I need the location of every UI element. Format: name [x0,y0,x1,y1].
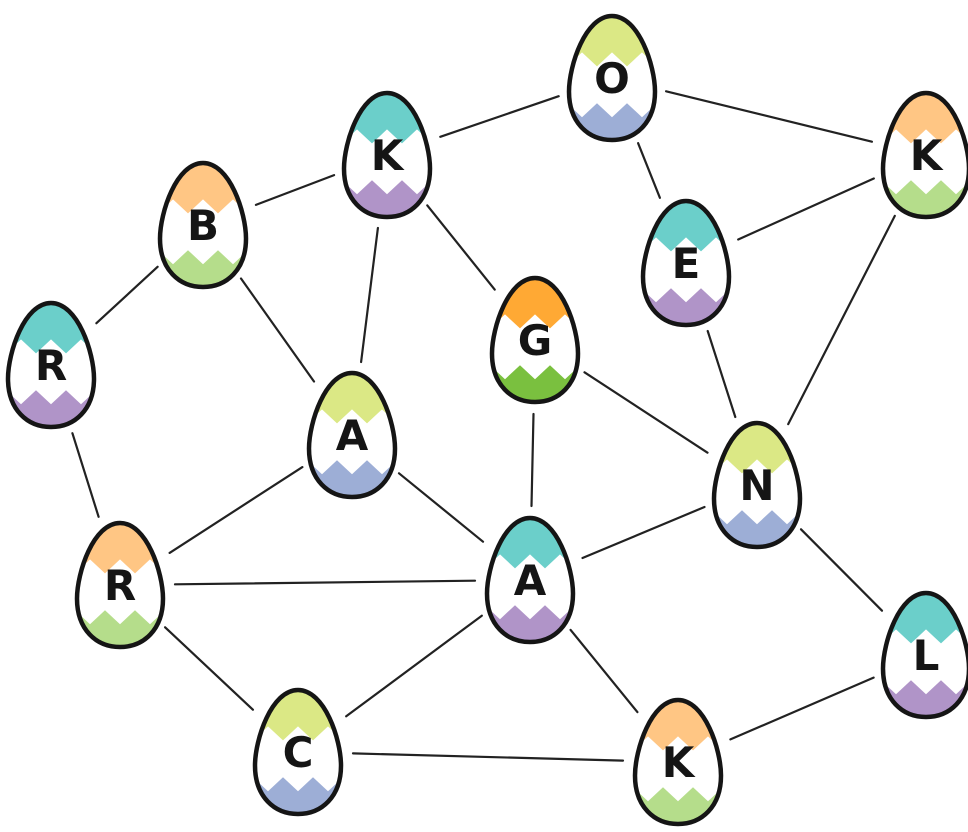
egg-k1: K [341,90,433,220]
egg-outline [157,160,249,290]
egg-o: O [566,13,658,143]
egg-outline [711,420,803,550]
edge-K1-A1 [360,226,379,364]
edge-O-E [636,142,662,199]
edge-G-N [583,371,709,454]
edge-N-L [799,528,884,612]
egg-r1: R [5,300,97,430]
edge-B-A1 [239,277,316,383]
edge-O-K2 [664,90,874,143]
egg-letter: N [739,461,774,510]
egg-e: E [640,198,732,328]
edge-K1-G [426,204,496,291]
egg-outline [306,370,398,500]
egg-outline [74,520,166,650]
edge-A2-K3 [569,628,639,714]
egg-letter: A [336,411,369,460]
egg-k2: K [880,90,968,220]
edge-B-R1 [95,265,159,325]
egg-outline [880,590,968,720]
egg-letter: K [371,131,405,180]
egg-letter: A [514,556,547,605]
egg-outline [640,198,732,328]
egg-outline [632,697,724,827]
egg-letter: R [35,341,67,390]
egg-g: G [489,275,581,405]
egg-a2: A [484,515,576,645]
egg-k3: K [632,697,724,827]
edges-layer [71,90,896,762]
edge-R2-A2 [173,579,477,586]
egg-letter: R [104,561,136,610]
edge-A2-N [581,505,706,560]
edge-E-N [706,329,737,419]
edge-C-K3 [351,752,625,762]
egg-letter: B [187,201,219,250]
egg-outline [484,515,576,645]
egg-r2: R [74,520,166,650]
egg-outline [5,300,97,430]
edge-A1-A2 [397,472,485,543]
egg-a1: A [306,370,398,500]
egg-letter: K [910,131,944,180]
egg-n: N [711,420,803,550]
egg-outline [252,687,344,817]
egg-letter: G [518,316,552,365]
egg-c: C [252,687,344,817]
egg-outline [489,275,581,405]
edge-A1-R2 [168,466,304,555]
edge-O-K1 [439,95,560,138]
eggs-layer: O K K B E R G A N R A L C K [5,13,968,827]
egg-letter: E [672,239,701,288]
egg-outline [880,90,968,220]
edge-K1-B [254,174,336,206]
egg-l: L [880,590,968,720]
edge-K2-N [787,214,896,426]
egg-b: B [157,160,249,290]
edge-A2-C [345,614,483,718]
egg-letter: C [283,728,314,777]
egg-letter: L [913,631,940,680]
edge-R2-C [164,626,254,711]
egg-letter: O [594,54,630,103]
edge-E-K2 [737,177,875,241]
egg-letter: K [662,738,696,787]
edge-G-A2 [530,412,535,508]
edge-R1-R2 [71,432,100,518]
egg-outline [566,13,658,143]
egg-outline [341,90,433,220]
edge-L-K3 [729,676,875,741]
